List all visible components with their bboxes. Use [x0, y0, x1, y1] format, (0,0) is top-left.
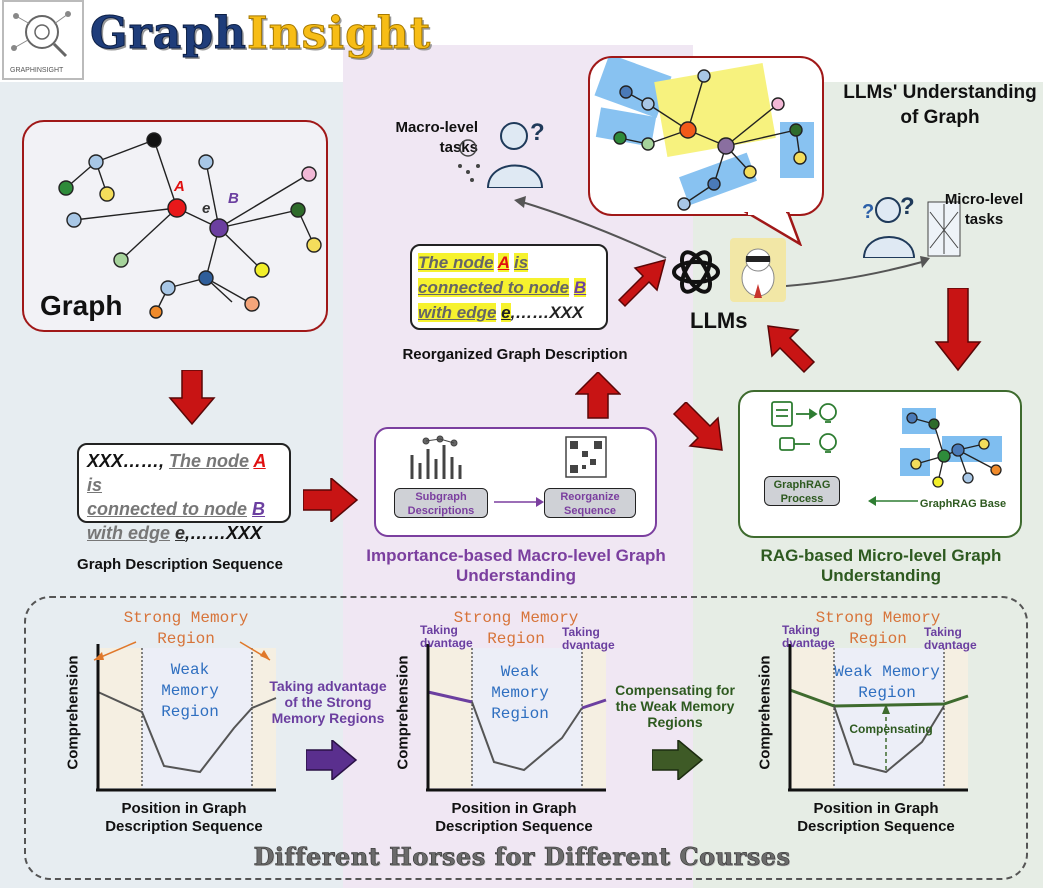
- graphrag-process-label: GraphRAG Process: [764, 476, 840, 506]
- taking-advantage-left-2: Taking dvantage: [420, 623, 473, 650]
- arrow-up-icon: [575, 372, 621, 419]
- highlighted-graph-diagram: [594, 54, 814, 211]
- arrow-icon: [514, 196, 667, 259]
- sequence-prefix: XXX……,: [87, 451, 165, 471]
- strong-memory-label-2: Strong Memory Region: [453, 609, 579, 648]
- rag-process-icon: [771, 401, 837, 453]
- compensating-label: Compensating for the Weak Memory Regions: [615, 682, 735, 730]
- footer-slogan: Different Horses for Different Courses: [253, 842, 791, 872]
- memory-chart-2: Strong Memory Region Taking dvantage Tak…: [394, 604, 615, 844]
- macro-tasks-label: Macro-level tasks: [395, 119, 478, 156]
- x-axis-label-3: Position in Graph Description Sequence: [797, 800, 955, 835]
- reorganized-caption: Reorganized Graph Description: [402, 346, 628, 363]
- memory-chart-3-plot: [788, 644, 969, 792]
- arrow-up-right-icon: [617, 258, 667, 308]
- logo-icon: GRAPHINSIGHT: [2, 0, 84, 80]
- edge-e-label: e: [202, 200, 211, 217]
- taking-advantage-label: Taking advantage of the Strong Memory Re…: [269, 678, 387, 726]
- sequence-card: XXX……, The node A is connected to node B…: [77, 443, 291, 543]
- weak-memory-label-3: Weak Memory Region: [834, 663, 940, 702]
- reorganized-suffix: ,……XXX: [510, 303, 584, 322]
- reorganized-line3: with edge: [418, 303, 497, 322]
- llama-icon: [730, 238, 786, 302]
- arrow-down-right-icon: [672, 402, 723, 451]
- arrow-icon: [786, 256, 930, 287]
- sequence-line1-end: is: [87, 475, 103, 495]
- logo-title-graph: Graph: [89, 8, 248, 60]
- graph-diagram: [58, 132, 322, 319]
- memory-chart-3: Strong Memory Region Taking dvantage Tak…: [756, 604, 977, 844]
- reorganized-card: The node A is connected to node B with e…: [410, 244, 608, 330]
- taking-advantage-left-3: Taking dvantage: [782, 623, 835, 650]
- macro-box: Subgraph Descriptions Reorganize Sequenc…: [374, 427, 657, 537]
- arrow-right-icon: [306, 740, 358, 780]
- strong-memory-label-1: Strong Memory Region: [123, 609, 249, 648]
- y-axis-label-3: Comprehension: [756, 655, 774, 770]
- node-a-label: A: [174, 178, 185, 195]
- thinking-person-icon: ?: [458, 119, 545, 188]
- svg-text:?: ?: [900, 193, 915, 220]
- svg-text:?: ?: [530, 119, 545, 146]
- memory-chart-2-plot: [426, 644, 607, 792]
- arrow-right-icon: [494, 497, 544, 507]
- y-axis-label-2: Comprehension: [394, 655, 412, 770]
- arrow-up-left-icon: [767, 325, 816, 374]
- reorganized-line1-end: is: [514, 253, 529, 272]
- sequence-line3: with edge: [87, 523, 171, 543]
- strong-memory-label-3: Strong Memory Region: [815, 609, 941, 648]
- sequence-line2: connected to node: [87, 499, 248, 519]
- memory-chart-1: Strong Memory Region Weak Memory Region …: [64, 604, 284, 844]
- taking-advantage-right-2: Taking dvantage: [562, 625, 615, 652]
- x-axis-label-2: Position in Graph Description Sequence: [435, 800, 593, 835]
- arrow-right-icon: [652, 740, 704, 780]
- memory-region-panel: [24, 596, 1028, 880]
- micro-box: GraphRAG Process GraphRAG Base: [738, 390, 1022, 538]
- graph-label: Graph: [40, 290, 123, 321]
- y-axis-label-1: Comprehension: [64, 655, 82, 770]
- weak-memory-label-1: Weak Memory Region: [161, 661, 219, 721]
- weak-memory-label-2: Weak Memory Region: [491, 663, 549, 723]
- node-b-label: B: [228, 190, 239, 207]
- compensating-inline-label: Compensating: [849, 722, 933, 736]
- sequence-node-a: A: [253, 451, 266, 471]
- sequence-caption: Graph Description Sequence: [77, 556, 283, 573]
- reorganized-node-b: B: [573, 278, 587, 297]
- subgraph-descriptions-label: Subgraph Descriptions: [394, 488, 488, 518]
- openai-logo-icon: [672, 250, 720, 294]
- arrow-down-icon: [934, 288, 982, 372]
- reorganized-line1: The node: [418, 253, 494, 272]
- reorganized-edge: e: [501, 303, 511, 322]
- llm-understanding-bubble: [588, 54, 824, 216]
- thinking-person-icon: ? ?: [862, 193, 961, 258]
- graphrag-base-label: GraphRAG Base: [919, 498, 1007, 510]
- arrow-left-icon: [868, 496, 918, 506]
- sequence-suffix: ,……XXX: [185, 523, 263, 543]
- arrow-down-icon: [168, 370, 216, 426]
- reorganize-icon: [565, 436, 607, 478]
- llms-label: LLMs: [690, 308, 748, 333]
- logo-title: GraphInsight: [89, 8, 432, 60]
- sequence-node-b: B: [252, 499, 266, 519]
- svg-text:?: ?: [862, 201, 874, 223]
- macro-title: Importance-based Macro-level Graph Under…: [366, 546, 666, 585]
- taking-advantage-right-3: Taking dvantage: [924, 625, 977, 652]
- bubble-tail: [743, 212, 802, 246]
- reorganized-node-a: A: [497, 253, 510, 272]
- subgraph-icon: [410, 435, 462, 479]
- sequence-edge: e: [175, 523, 186, 543]
- llm-understanding-label: LLMs' Understanding of Graph: [843, 82, 1037, 128]
- memory-chart-1-plot: [93, 641, 277, 792]
- x-axis-label-1: Position in Graph Description Sequence: [105, 800, 263, 835]
- reorganized-line2: connected to node: [418, 278, 570, 297]
- graphrag-base-graph: [900, 408, 1002, 488]
- arrow-right-icon: [303, 478, 359, 522]
- micro-title: RAG-based Micro-level Graph Understandin…: [760, 546, 1002, 585]
- logo-title-insight: Insight: [247, 8, 432, 60]
- graph-card: A e B Graph: [22, 120, 328, 332]
- logo-icon-caption: GRAPHINSIGHT: [10, 67, 64, 74]
- reorganize-sequence-label: Reorganize Sequence: [544, 488, 636, 518]
- micro-tasks-label: Micro-level tasks: [944, 191, 1024, 228]
- sequence-line1: The node: [169, 451, 250, 471]
